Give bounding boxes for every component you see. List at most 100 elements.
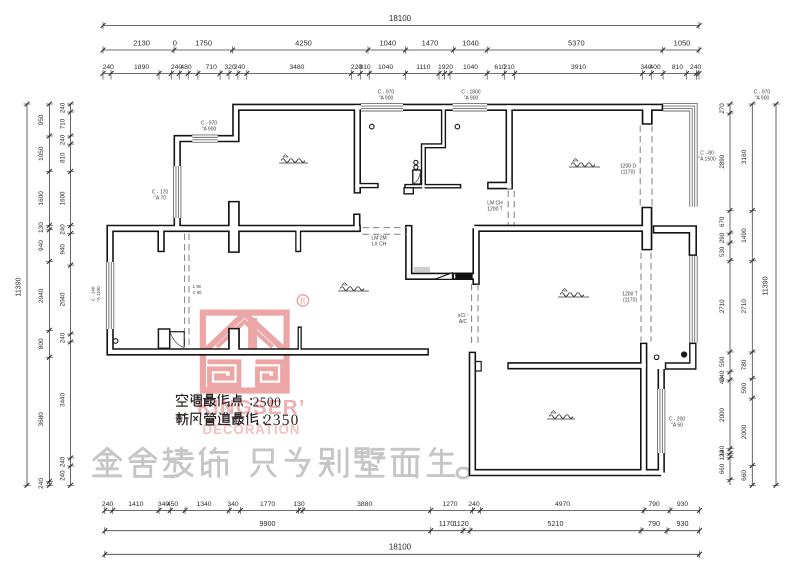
svg-text:C - 170: C - 170 — [152, 190, 169, 196]
svg-text:950: 950 — [38, 114, 45, 125]
svg-text:9900: 9900 — [260, 519, 276, 528]
svg-text:(1170): (1170) — [623, 297, 637, 303]
svg-text:R: R — [300, 296, 306, 306]
svg-text:LX CH: LX CH — [372, 241, 387, 247]
svg-text:1490: 1490 — [741, 228, 748, 243]
svg-text:660: 660 — [719, 463, 726, 474]
svg-text:xC/ :: xC/ : — [458, 313, 468, 319]
svg-text:210: 210 — [503, 64, 515, 71]
svg-text:1040: 1040 — [378, 64, 393, 71]
svg-text:"A 900: "A 900 — [755, 95, 770, 101]
svg-text:1040: 1040 — [462, 39, 479, 48]
svg-text:220: 220 — [351, 64, 363, 71]
svg-text:2130: 2130 — [133, 39, 150, 48]
svg-text:240: 240 — [59, 470, 66, 481]
svg-text:340: 340 — [158, 501, 170, 508]
svg-text:18100: 18100 — [389, 543, 412, 552]
svg-text:660: 660 — [741, 470, 748, 481]
svg-text:LM CH: LM CH — [487, 201, 503, 207]
svg-text:240: 240 — [234, 64, 246, 71]
svg-text:1040: 1040 — [463, 64, 478, 71]
svg-text:C 90: C 90 — [193, 290, 203, 295]
svg-text:590: 590 — [719, 356, 726, 367]
svg-text:590: 590 — [741, 382, 748, 393]
svg-text:L 90: L 90 — [193, 284, 202, 289]
svg-text:C - 1800: C - 1800 — [461, 90, 480, 96]
svg-text:940: 940 — [59, 244, 66, 255]
svg-text:2890: 2890 — [719, 154, 726, 168]
svg-text:3680: 3680 — [38, 412, 45, 427]
svg-text:11390: 11390 — [16, 277, 23, 296]
svg-text:"A 70: "A 70 — [154, 195, 166, 201]
svg-text:2350: 2350 — [264, 412, 300, 429]
svg-text:1890: 1890 — [134, 64, 149, 71]
svg-text:4250: 4250 — [295, 39, 312, 48]
svg-text:290: 290 — [719, 232, 726, 243]
svg-text:5370: 5370 — [568, 39, 585, 48]
svg-text:3480: 3480 — [289, 64, 304, 71]
svg-text:1050: 1050 — [38, 146, 45, 161]
svg-text:C - 140: C - 140 — [91, 286, 96, 301]
svg-text:1040: 1040 — [379, 39, 396, 48]
svg-text:120: 120 — [719, 450, 726, 461]
svg-text:400: 400 — [649, 64, 661, 71]
svg-text:240: 240 — [690, 64, 702, 71]
svg-text:2000: 2000 — [719, 408, 726, 422]
svg-text:240: 240 — [59, 332, 66, 343]
svg-text:810: 810 — [672, 64, 684, 71]
svg-text:18100: 18100 — [389, 14, 412, 23]
svg-text:930: 930 — [677, 519, 689, 528]
svg-text:1410: 1410 — [128, 501, 143, 508]
svg-text:1340: 1340 — [196, 501, 211, 508]
svg-text:240: 240 — [59, 224, 66, 235]
svg-text:1920: 1920 — [438, 64, 453, 71]
svg-text:2710: 2710 — [741, 299, 748, 314]
svg-text:480: 480 — [180, 64, 192, 71]
svg-text:240: 240 — [103, 64, 115, 71]
svg-text:2000: 2000 — [741, 424, 748, 439]
svg-text:C - 200: C - 200 — [669, 417, 686, 423]
svg-text:270: 270 — [719, 103, 726, 114]
svg-text:130: 130 — [293, 501, 305, 508]
svg-text:1600: 1600 — [59, 191, 66, 205]
svg-text:670: 670 — [719, 216, 726, 227]
svg-text:"A 900: "A 900 — [464, 95, 479, 101]
svg-text:3440: 3440 — [59, 393, 66, 407]
svg-text:1270: 1270 — [442, 501, 457, 508]
svg-text:3910: 3910 — [571, 64, 586, 71]
svg-text:3160: 3160 — [741, 149, 748, 164]
svg-text:LM 2M: LM 2M — [371, 236, 386, 242]
svg-text:2040: 2040 — [38, 288, 45, 303]
svg-text:C - 970: C - 970 — [201, 121, 218, 127]
svg-text:C - 970: C - 970 — [754, 90, 771, 96]
svg-text:940: 940 — [38, 240, 45, 251]
svg-text:240: 240 — [38, 478, 45, 489]
svg-text:810: 810 — [359, 64, 371, 71]
svg-text:"A 50: "A 50 — [671, 422, 683, 428]
svg-text:2710: 2710 — [719, 299, 726, 313]
svg-text:790: 790 — [648, 501, 660, 508]
svg-text:"A 900: "A 900 — [379, 95, 394, 101]
svg-text:"A 900: "A 900 — [202, 126, 217, 132]
svg-text:1120: 1120 — [453, 519, 468, 528]
svg-text:5210: 5210 — [548, 519, 564, 528]
svg-text:710: 710 — [59, 118, 66, 129]
svg-text:"A 1500: "A 1500 — [698, 156, 716, 162]
svg-text:710: 710 — [206, 64, 218, 71]
svg-text:11390: 11390 — [763, 276, 770, 295]
svg-text:(1170): (1170) — [621, 169, 635, 175]
svg-text:610: 610 — [494, 64, 506, 71]
svg-text:A/C: A/C — [459, 319, 468, 325]
svg-text:1110: 1110 — [416, 64, 430, 71]
svg-text:1600: 1600 — [38, 191, 45, 206]
svg-text:1470: 1470 — [422, 39, 439, 48]
svg-text:790: 790 — [648, 519, 660, 528]
svg-text:930: 930 — [677, 501, 689, 508]
svg-text:240: 240 — [59, 456, 66, 467]
svg-text:140: 140 — [719, 445, 726, 456]
svg-text:240: 240 — [171, 64, 183, 71]
svg-text:810: 810 — [59, 152, 66, 163]
svg-text:1170: 1170 — [439, 519, 454, 528]
svg-text:240: 240 — [719, 370, 726, 381]
svg-text:800: 800 — [38, 338, 45, 349]
